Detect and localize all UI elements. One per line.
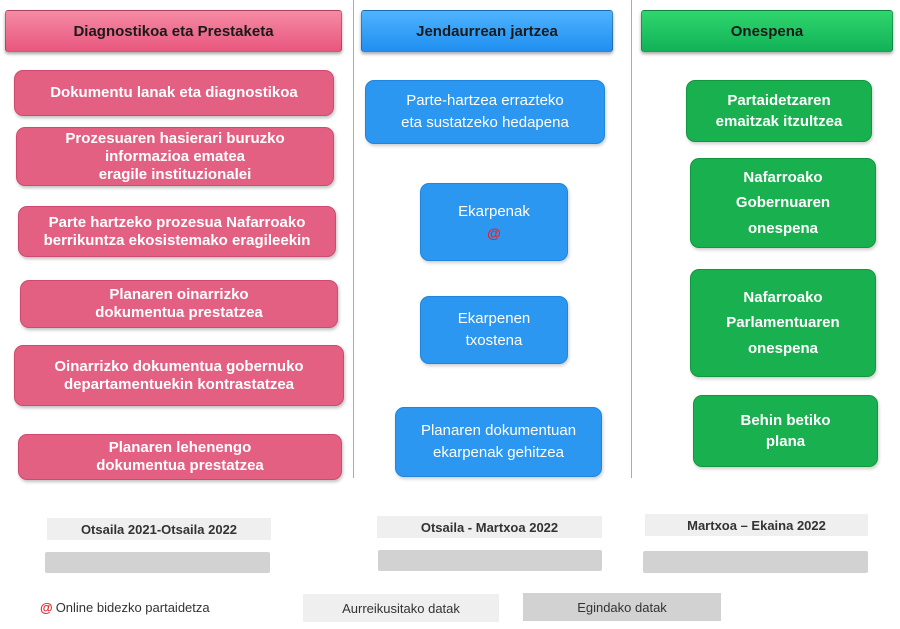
phase-1-date-planned: Otsaila 2021-Otsaila 2022 [47, 518, 271, 540]
phase-1-step-5-label: Oinarrizko dokumentua gobernuko departam… [54, 357, 304, 393]
legend-online-label: Online bidezko partaidetza [55, 599, 210, 615]
phase-1-step-5: Oinarrizko dokumentua gobernuko departam… [14, 345, 344, 406]
separator-line-2 [631, 0, 632, 478]
phase-3-step-2: Nafarroako Gobernuaren onespena [690, 158, 876, 248]
phase-1-step-2-label: Prozesuaren hasierari buruzko informazio… [65, 129, 285, 183]
phase-3-step-1: Partaidetzaren emaitzak itzultzea [686, 80, 872, 142]
legend-online-marker-icon: @ [40, 599, 53, 615]
phase-1-step-1: Dokumentu lanak eta diagnostikoa [14, 70, 334, 116]
phase-3-step-3: Nafarroako Parlamentuaren onespena [690, 269, 876, 377]
phase-1-date-done-bar [45, 552, 270, 573]
phase-3-step-2-label: Nafarroako Gobernuaren onespena [735, 168, 831, 237]
phase-2-step-4: Planaren dokumentuan ekarpenak gehitzea [395, 407, 602, 477]
phase-3-header-label: Onespena [730, 22, 804, 40]
phase-1-step-3: Parte hartzeko prozesua Nafarroako berri… [18, 206, 336, 257]
phase-3-date-done-bar [643, 551, 868, 573]
phase-3-step-4-label: Behin betiko plana [740, 412, 831, 450]
phase-1-header-label: Diagnostikoa eta Prestaketa [73, 22, 274, 40]
phase-2-header: Jendaurrean jartzea [361, 10, 613, 52]
phase-1-step-6: Planaren lehenengo dokumentua prestatzea [18, 434, 342, 480]
phase-3-date-planned: Martxoa – Ekaina 2022 [645, 514, 868, 536]
phase-3-step-3-label: Nafarroako Parlamentuaren onespena [726, 288, 840, 357]
separator-line-1 [353, 0, 354, 478]
phase-2-step-4-label: Planaren dokumentuan ekarpenak gehitzea [420, 422, 577, 461]
phase-1-step-4-label: Planaren oinarrizko dokumentua prestatze… [95, 286, 263, 321]
phase-2-step-1: Parte-hartzea errazteko eta sustatzeko h… [365, 80, 605, 144]
phase-3-step-4: Behin betiko plana [693, 395, 878, 467]
phase-1-step-3-label: Parte hartzeko prozesua Nafarroako berri… [43, 213, 311, 249]
phase-2-step-1-label: Parte-hartzea errazteko eta sustatzeko h… [401, 92, 569, 131]
legend-online: @ Online bidezko partaidetza [40, 597, 280, 617]
phase-1-step-1-label: Dokumentu lanak eta diagnostikoa [50, 84, 298, 101]
phase-1-header: Diagnostikoa eta Prestaketa [5, 10, 342, 52]
phase-1-step-4: Planaren oinarrizko dokumentua prestatze… [20, 280, 338, 328]
phase-3-step-1-label: Partaidetzaren emaitzak itzultzea [715, 92, 843, 130]
legend-done-dates: Egindako datak [523, 593, 721, 621]
phase-2-step-3-label: Ekarpenen txostena [457, 310, 531, 349]
phase-2-step-3: Ekarpenen txostena [420, 296, 568, 364]
phase-2-header-label: Jendaurrean jartzea [416, 22, 558, 40]
phase-2-step-2: Ekarpenak @ [420, 183, 568, 261]
phase-1-step-2: Prozesuaren hasierari buruzko informazio… [16, 127, 334, 186]
online-marker-icon: @ [487, 224, 501, 241]
phase-3-header: Onespena [641, 10, 893, 52]
phase-1-step-6-label: Planaren lehenengo dokumentua prestatzea [96, 439, 264, 474]
phase-2-date-planned: Otsaila - Martxoa 2022 [377, 516, 602, 538]
phase-2-date-done-bar [378, 550, 602, 571]
legend-planned-dates: Aurreikusitako datak [303, 594, 499, 622]
phase-2-step-2-label: Ekarpenak [458, 202, 530, 220]
